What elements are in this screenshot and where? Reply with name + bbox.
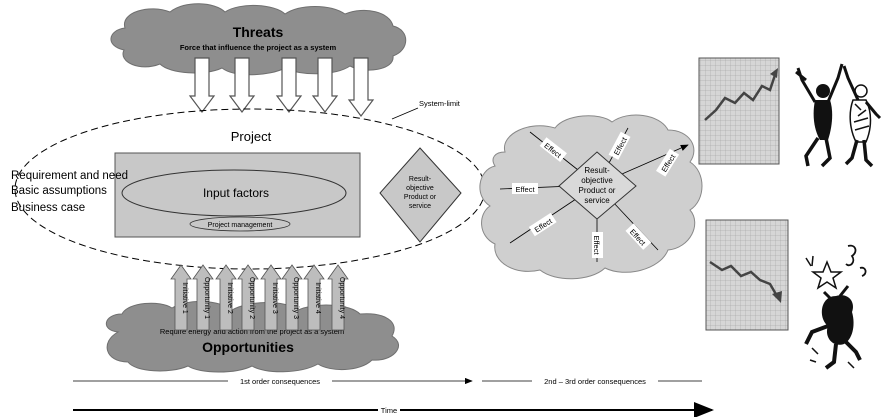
falling-trend-arrowhead: [772, 291, 782, 303]
threats-cloud: Threats Force that influence the project…: [110, 3, 407, 76]
left-label-business-case: Business case: [11, 202, 85, 214]
project-management-label: Project management: [208, 222, 273, 229]
opportunities-subtitle: Require energy and action from the proje…: [160, 327, 344, 336]
opportunity-2-arrow: Opportunity 2: [237, 264, 259, 331]
timeline: 1st order consequences 2nd – 3rd order c…: [73, 377, 714, 417]
second-third-order-label: 2nd – 3rd order consequences: [544, 377, 646, 386]
falling-trend-line: [709, 260, 779, 297]
svg-text:Initiative 1: Initiative 1: [181, 282, 188, 314]
svg-text:Initiative 3: Initiative 3: [271, 282, 278, 314]
project-title: Project: [231, 129, 272, 144]
falling-chart-image: [705, 219, 789, 331]
distressed-figure-icon: [804, 244, 867, 370]
left-label-assumptions: Basic assumptions: [11, 185, 107, 197]
upward-arrows: Initiative 1 Opportunity 1 Initiative 2 …: [170, 264, 349, 331]
threat-arrow-5: [347, 57, 375, 117]
result-diamond-outer: Result- objective Product or service: [558, 151, 637, 220]
rising-trend-line: [704, 71, 778, 121]
svg-text:objective: objective: [406, 185, 434, 192]
effect-label-4: Effect: [512, 183, 538, 194]
svg-text:Effect: Effect: [592, 235, 601, 255]
svg-text:Opportunity 3: Opportunity 3: [292, 277, 299, 319]
svg-text:Opportunity 4: Opportunity 4: [338, 277, 345, 319]
initiative-2-arrow: Initiative 2: [215, 264, 237, 331]
rising-trend-arrowhead: [770, 68, 778, 78]
threat-arrow-3: [275, 57, 303, 113]
threats-title: Threats: [233, 24, 284, 40]
threat-arrow-1: [188, 57, 216, 113]
svg-text:Effect: Effect: [515, 185, 535, 194]
effect-label-6: Effect: [592, 232, 603, 258]
svg-text:Opportunity 1: Opportunity 1: [203, 277, 210, 319]
opportunity-1-arrow: Opportunity 1: [192, 264, 214, 331]
system-limit-leader: [391, 107, 419, 120]
svg-text:Opportunity 2: Opportunity 2: [248, 277, 255, 319]
opportunity-3-arrow: Opportunity 3: [281, 264, 303, 331]
svg-text:service: service: [584, 196, 610, 205]
input-factors-label: Input factors: [203, 186, 269, 200]
svg-text:objective: objective: [581, 176, 613, 185]
svg-text:Product or: Product or: [579, 186, 616, 195]
svg-text:Product or: Product or: [404, 194, 437, 201]
svg-text:Result-: Result-: [584, 166, 610, 175]
opportunities-title: Opportunities: [202, 339, 294, 355]
initiative-3-arrow: Initiative 3: [260, 264, 282, 331]
celebrating-figures-icon: [795, 63, 882, 168]
rising-chart-image: [698, 57, 780, 165]
threat-arrow-2: [228, 57, 256, 113]
initiative-4-arrow: Initiative 4: [303, 264, 325, 331]
svg-text:Result-: Result-: [409, 176, 432, 183]
first-order-label: 1st order consequences: [240, 377, 320, 386]
svg-text:Initiative 4: Initiative 4: [314, 282, 321, 314]
left-label-requirement: Requirement and need: [11, 170, 128, 182]
system-limit-label: System-limit: [419, 99, 461, 108]
threat-arrows: [188, 57, 375, 117]
svg-text:service: service: [409, 203, 431, 210]
threats-subtitle: Force that influence the project as a sy…: [180, 43, 337, 52]
threat-arrow-4: [311, 57, 339, 113]
result-diamond-inner: Result- objective Product or service: [379, 147, 462, 243]
project-management-ellipse: [189, 216, 291, 232]
time-label: Time: [381, 406, 397, 415]
input-factors-ellipse: [121, 169, 347, 217]
opportunity-4-arrow: Opportunity 4: [327, 264, 349, 331]
svg-text:Initiative 2: Initiative 2: [226, 282, 233, 314]
initiative-1-arrow: Initiative 1: [170, 264, 192, 331]
